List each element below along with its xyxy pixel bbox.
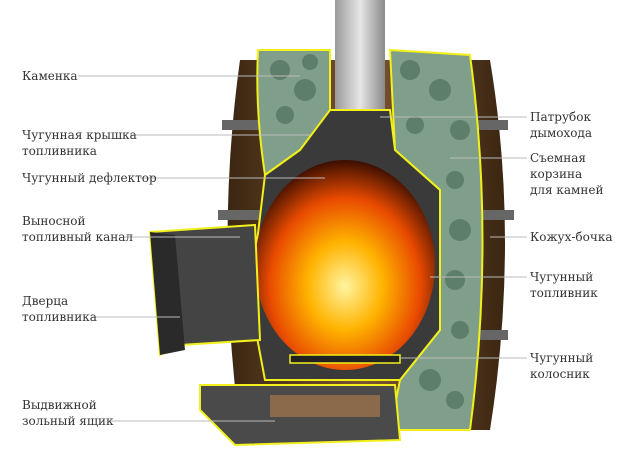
label-barrel: Кожух-бочка: [530, 229, 612, 245]
label-deflector: Чугунный дефлектор: [22, 170, 157, 186]
label-line: колосник: [530, 367, 590, 381]
label-door: Дверца топливника: [22, 293, 97, 325]
label-line: топливника: [22, 144, 97, 158]
label-line: топливник: [530, 286, 598, 300]
label-line: Чугунный: [530, 351, 594, 365]
label-firebox-lid: Чугунная крышка топливника: [22, 127, 137, 159]
label-line: для камней: [530, 183, 604, 197]
fire: [255, 160, 435, 370]
label-line: Съемная: [530, 151, 586, 165]
label-fuel-channel: Выносной топливный канал: [22, 213, 133, 245]
label-line: Чугунный дефлектор: [22, 171, 157, 185]
label-line: топливника: [22, 310, 97, 324]
label-line: дымохода: [530, 126, 593, 140]
label-ash-drawer: Выдвижной зольный ящик: [22, 397, 114, 429]
label-firebox: Чугунный топливник: [530, 269, 598, 301]
label-kamenka: Каменка: [22, 68, 78, 84]
label-line: топливный канал: [22, 230, 134, 244]
chimney-pipe: [335, 0, 385, 115]
grate: [289, 354, 401, 364]
label-line: Чугунный: [530, 270, 594, 284]
label-stone-basket: Съемная корзина для камней: [530, 150, 603, 198]
label-line: Патрубок: [530, 110, 591, 124]
label-line: Выносной: [22, 214, 86, 228]
label-line: Каменка: [22, 69, 78, 83]
label-line: Чугунная крышка: [22, 128, 137, 142]
label-line: зольный ящик: [22, 414, 114, 428]
label-line: Кожух-бочка: [530, 230, 613, 244]
stones: [270, 54, 471, 409]
label-chimney-pipe: Патрубок дымохода: [530, 109, 592, 141]
label-grate: Чугунный колосник: [530, 350, 593, 382]
ash: [270, 395, 380, 417]
label-line: корзина: [530, 167, 583, 181]
label-line: Дверца: [22, 294, 69, 308]
label-line: Выдвижной: [22, 398, 97, 412]
firebox-door: [150, 232, 185, 355]
leader-lines: [78, 75, 527, 422]
